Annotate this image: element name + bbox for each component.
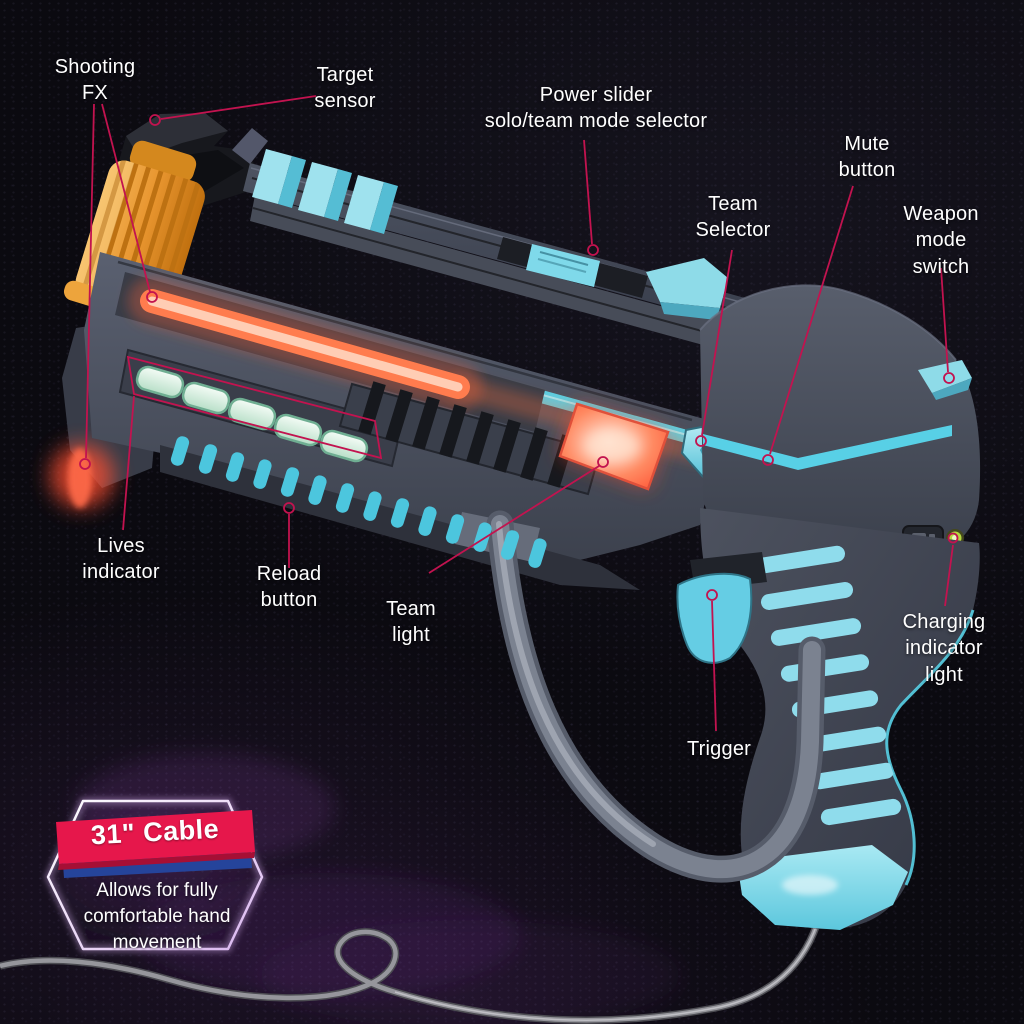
power-slider — [497, 237, 728, 320]
cable — [0, 904, 826, 1024]
callout-label-charging-light: Charging indicator light — [902, 611, 986, 686]
trigger-guard — [455, 510, 826, 883]
grip-stripes — [750, 545, 902, 826]
callout-label-mute-button: Mute button — [838, 133, 896, 182]
team-light — [558, 402, 670, 491]
callout-label-trigger: Trigger — [686, 738, 752, 760]
callout-label-target-sensor: Target sensor — [314, 64, 376, 113]
vent-slats — [338, 381, 602, 496]
callout-label-team-light: Team light — [386, 598, 436, 647]
cable-badge — [44, 797, 266, 953]
badge-ribbon-red — [56, 810, 255, 864]
callout-label-lives-indicator: Lives indicator — [82, 535, 160, 584]
badge-body: Allows for fully comfortable hand moveme… — [83, 880, 231, 954]
lives-indicator — [118, 348, 404, 468]
callout-label-power-slider: Power slider solo/team mode selector — [484, 84, 708, 133]
lives-led — [135, 365, 369, 463]
reload-teeth — [170, 436, 547, 568]
callout-label-reload-button: Reload button — [256, 563, 322, 612]
callout-label-team-selector: Team Selector — [695, 193, 771, 242]
trigger — [676, 552, 767, 664]
callout-label-weapon-mode: Weapon mode switch — [903, 203, 979, 278]
callout-lines — [79, 95, 959, 732]
grip — [700, 500, 980, 930]
callout-label-shooting-fx: Shooting FX — [54, 56, 136, 105]
blaster — [0, 113, 981, 1024]
top-fins — [252, 149, 398, 234]
lives-outline — [126, 355, 383, 460]
